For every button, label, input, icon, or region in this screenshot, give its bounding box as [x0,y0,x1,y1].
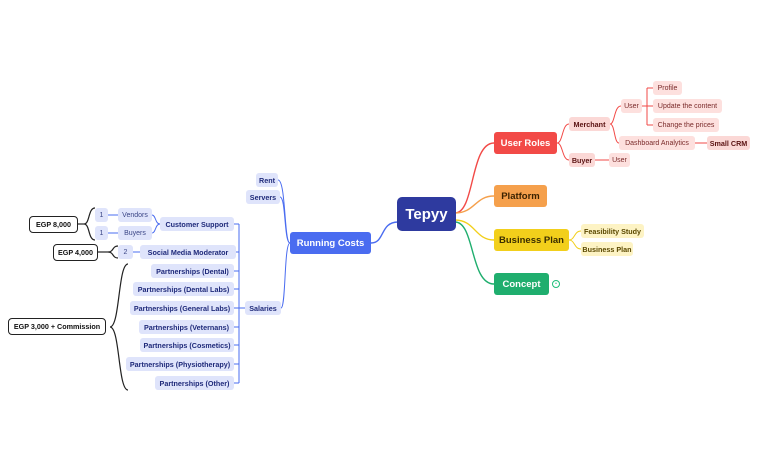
social-media-moderator-node[interactable]: Social Media Moderator [140,245,236,259]
concept-marker-icon[interactable]: • [552,280,560,288]
feasibility-study-node[interactable]: Feasibility Study [581,224,644,238]
vendors-count-node[interactable]: 1 [95,208,108,222]
vendors-node[interactable]: Vendors [118,208,152,222]
customer-support-node[interactable]: Customer Support [160,217,234,231]
salaries-node[interactable]: Salaries [245,301,281,315]
merchant-user-node[interactable]: User [621,99,642,113]
change-prices-node[interactable]: Change the prices [653,118,719,132]
social-media-count-node[interactable]: 2 [118,245,133,259]
business-plan-node[interactable]: Business Plan [494,229,569,251]
buyers-count-node[interactable]: 1 [95,226,108,240]
partnership-cosmetics-node[interactable]: Partnerships (Cosmetics) [140,338,234,352]
concept-node[interactable]: Concept [494,273,549,295]
profile-node[interactable]: Profile [653,81,682,95]
root-node[interactable]: Tepyy [397,197,456,231]
partnership-dental-labs-node[interactable]: Partnerships (Dental Labs) [133,282,234,296]
customer-support-salary-note[interactable]: EGP 8,000 [29,216,78,233]
rent-node[interactable]: Rent [256,173,278,187]
running-costs-node[interactable]: Running Costs [290,232,371,254]
platform-node[interactable]: Platform [494,185,547,207]
merchant-node[interactable]: Merchant [569,117,610,131]
partnership-other-node[interactable]: Partnerships (Other) [155,376,234,390]
buyer-node[interactable]: Buyer [569,153,595,167]
social-media-salary-note[interactable]: EGP 4,000 [53,244,98,261]
user-roles-node[interactable]: User Roles [494,132,557,154]
buyers-node[interactable]: Buyers [118,226,152,240]
partnership-dental-node[interactable]: Partnerships (Dental) [151,264,234,278]
update-content-node[interactable]: Update the content [653,99,722,113]
servers-node[interactable]: Servers [246,190,280,204]
dashboard-analytics-node[interactable]: Dashboard Analytics [619,136,695,150]
partnerships-salary-note[interactable]: EGP 3,000 + Commission [8,318,106,335]
buyer-user-node[interactable]: User [609,153,630,167]
partnership-physiotherapy-node[interactable]: Partnerships (Physiotherapy) [126,357,234,371]
business-plan-sub-node[interactable]: Business Plan [581,242,633,256]
partnership-general-labs-node[interactable]: Partnerships (General Labs) [130,301,234,315]
partnership-veternans-node[interactable]: Partnerships (Veternans) [139,320,234,334]
small-crm-node[interactable]: Small CRM [707,136,750,150]
